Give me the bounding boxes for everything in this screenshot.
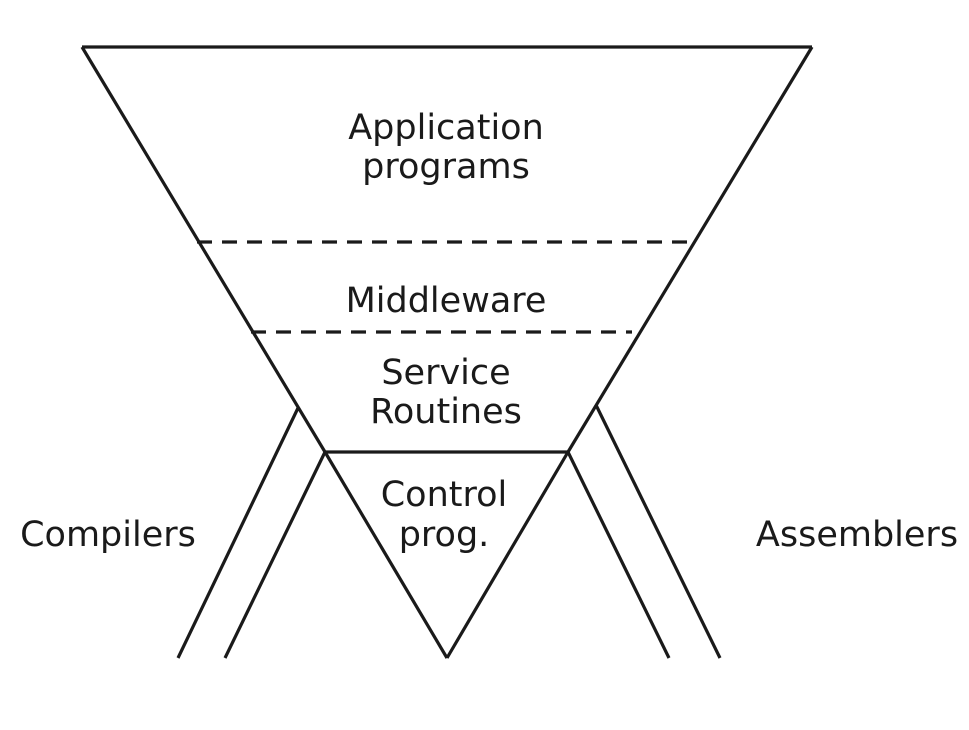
compilers-outer-line <box>176 407 300 659</box>
funnel-left-edge <box>80 46 327 453</box>
assemblers-label: Assemblers <box>756 515 958 555</box>
funnel-right-edge <box>566 46 814 453</box>
control-right-edge <box>445 451 570 659</box>
control-label-line1: Control <box>381 475 508 515</box>
control-left-edge <box>323 451 449 659</box>
compilers-label: Compilers <box>20 515 196 555</box>
service-label-line1: Service <box>381 353 510 393</box>
assemblers-outer-line <box>594 404 722 659</box>
control-label-line2: prog. <box>399 515 490 555</box>
compilers-inner-line <box>223 451 327 659</box>
assemblers-inner-line <box>566 451 671 659</box>
application-label-line1: Application <box>348 108 544 148</box>
application-label-line2: programs <box>362 147 530 187</box>
service-label-line2: Routines <box>370 392 522 432</box>
middleware-label: Middleware <box>346 281 547 321</box>
